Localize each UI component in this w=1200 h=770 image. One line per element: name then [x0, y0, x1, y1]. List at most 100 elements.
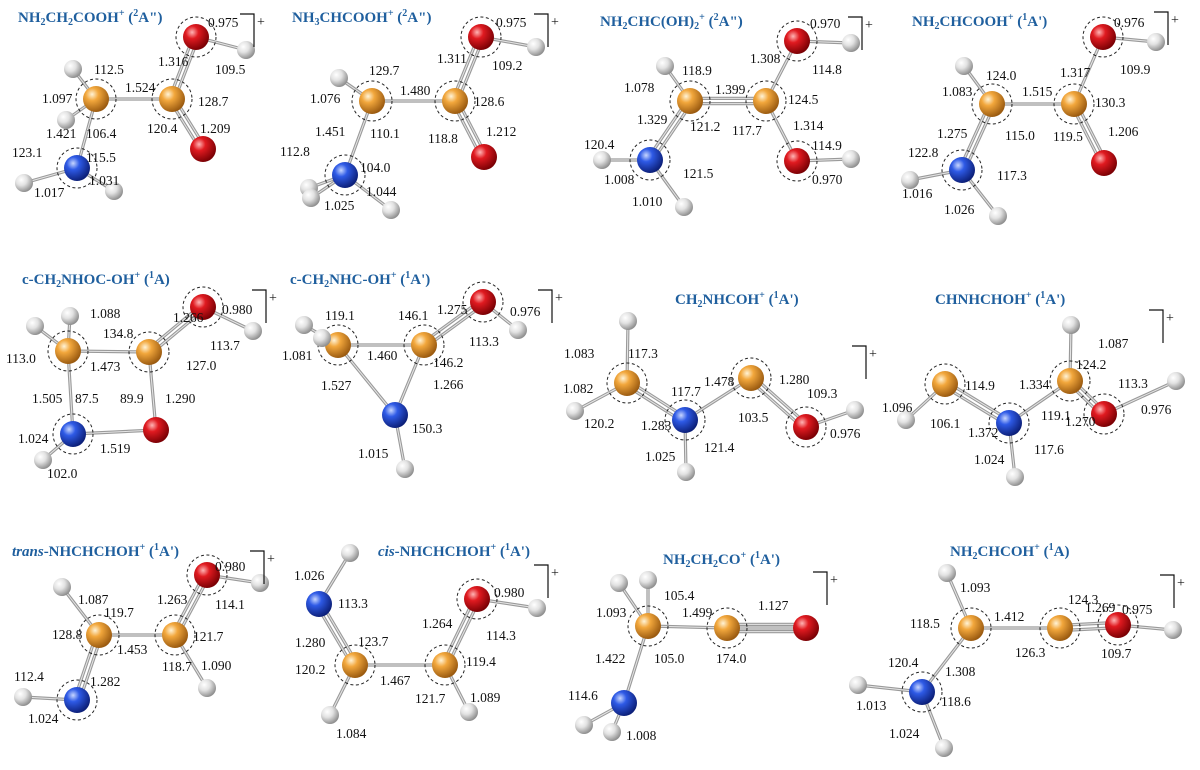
- title-part: +: [119, 8, 125, 19]
- geometry-value: 114.9: [965, 378, 995, 393]
- hydrogen-atom: [527, 38, 545, 56]
- hydrogen-atom: [1006, 468, 1024, 486]
- title-part: A"): [719, 14, 743, 30]
- carbon-atom: [738, 365, 764, 391]
- oxygen-atom: [793, 615, 819, 641]
- carbon-atom: [359, 88, 385, 114]
- angle-arc: [785, 406, 827, 448]
- bond-highlight: [921, 627, 972, 693]
- hydrogen-atom: [675, 198, 693, 216]
- title-part: 2: [56, 279, 61, 290]
- angle-arc: [1083, 393, 1125, 435]
- hydrogen-atom: [846, 401, 864, 419]
- oxygen-atom: [470, 289, 496, 315]
- geometry-value: 121.4: [704, 440, 735, 455]
- hydrogen-atom: [251, 574, 269, 592]
- title-part: A): [154, 272, 170, 288]
- geometry-value: 105.4: [664, 588, 695, 603]
- title-part: A'): [779, 292, 799, 308]
- title-part: NHC-OH: [329, 272, 391, 288]
- title-part: CH: [46, 10, 69, 26]
- title-part: (: [394, 10, 403, 26]
- geometry-value: 87.5: [75, 391, 99, 406]
- geometry-value: 1.209: [200, 121, 231, 136]
- molecule-title: trans-NHCHCHOH+ (1A'): [12, 542, 179, 560]
- geometry-value: 115.5: [86, 150, 116, 165]
- oxygen-atom: [194, 562, 220, 588]
- geometry-value: 1.264: [422, 616, 453, 631]
- geometry-value: 119.4: [466, 654, 496, 669]
- title-part: A'): [159, 544, 179, 560]
- geometry-value: 113.3: [338, 596, 368, 611]
- bond-highlight: [67, 350, 74, 435]
- geometry-value: 1.024: [889, 726, 920, 741]
- bond-highlight: [647, 625, 728, 629]
- hydrogen-atom: [935, 739, 953, 757]
- geometry-value: 128.7: [198, 94, 229, 109]
- geometry-value: 1.308: [750, 51, 781, 66]
- bond-highlight: [67, 350, 150, 353]
- geometry-value: 1.270: [1065, 414, 1096, 429]
- title-part: +: [491, 542, 497, 553]
- title-part: CHCOH: [978, 544, 1035, 560]
- geometry-value: 1.013: [856, 698, 887, 713]
- title-part: (: [496, 544, 505, 560]
- geometry-value: 1.499: [682, 605, 713, 620]
- geometry-value: 117.3: [997, 168, 1027, 183]
- geometry-value: 1.084: [336, 726, 367, 741]
- geometry-value: 0.975: [208, 15, 239, 30]
- geometry-value: 1.026: [944, 202, 975, 217]
- geometry-value: 1.372: [968, 425, 998, 440]
- angle-arc: [182, 286, 224, 328]
- title-part: -NHCHCHOH: [44, 544, 140, 560]
- hydrogen-atom: [64, 60, 82, 78]
- title-part: (: [140, 272, 149, 288]
- bond-highlight: [337, 344, 396, 416]
- oxygen-atom: [471, 144, 497, 170]
- title-part: 2: [973, 551, 978, 562]
- nitrogen-atom: [306, 591, 332, 617]
- geometry-value: 1.010: [632, 194, 663, 209]
- bond-highlight: [623, 625, 649, 704]
- geometry-value: 150.3: [412, 421, 443, 436]
- title-part: NH: [912, 14, 935, 30]
- title-part: A"): [138, 10, 162, 26]
- geometry-value: 0.970: [810, 16, 841, 31]
- oxygen-atom: [1090, 24, 1116, 50]
- carbon-atom: [411, 332, 437, 358]
- carbon-atom: [325, 332, 351, 358]
- molecule-title: NH2CHCOOH+ (1A'): [912, 12, 1047, 32]
- angle-arc: [351, 80, 393, 122]
- title-part: +: [759, 290, 765, 301]
- hydrogen-atom: [313, 329, 331, 347]
- title-part: 1: [774, 290, 779, 301]
- hydrogen-atom: [901, 171, 919, 189]
- bond-highlight: [1103, 380, 1177, 415]
- geometry-value: 1.026: [294, 568, 325, 583]
- angle-arc: [47, 330, 89, 372]
- title-part: NH: [950, 544, 973, 560]
- geometry-value: 1.031: [89, 173, 119, 188]
- title-part: NH: [292, 10, 315, 26]
- geometry-value: 117.7: [671, 384, 701, 399]
- geometry-value: 119.1: [325, 308, 355, 323]
- geometry-value: 1.081: [282, 348, 312, 363]
- geometry-value: 1.024: [18, 431, 49, 446]
- angle-arc: [175, 16, 217, 58]
- geometry-value: 112.5: [94, 62, 124, 77]
- hydrogen-atom: [330, 69, 348, 87]
- geometry-value: 1.078: [624, 80, 655, 95]
- carbon-atom: [342, 652, 368, 678]
- angle-arc: [324, 154, 366, 196]
- hydrogen-atom: [1164, 621, 1182, 639]
- angle-arc: [1049, 360, 1091, 402]
- angle-arc: [664, 399, 706, 441]
- nitrogen-atom: [949, 157, 975, 183]
- geometry-value: 124.5: [788, 92, 819, 107]
- molecule-title: NH2CH2CO+ (1A'): [663, 550, 780, 570]
